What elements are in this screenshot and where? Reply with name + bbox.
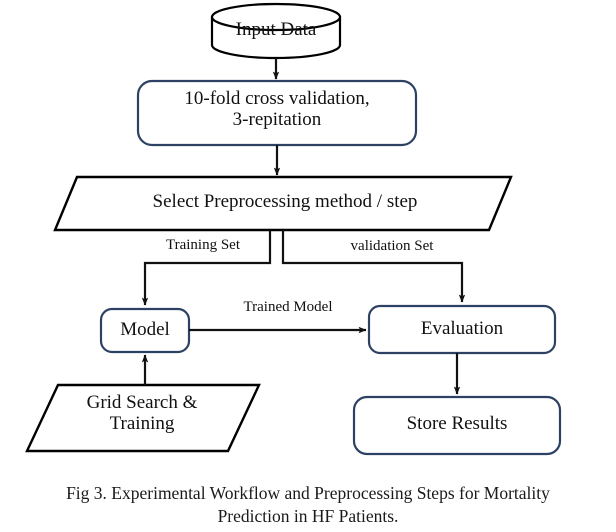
edge-preprocessing-to-model: [141, 230, 272, 306]
node-select-preprocessing[interactable]: [53, 175, 513, 232]
node-input-data[interactable]: [210, 2, 342, 60]
edge-label-training-set: Training Set: [165, 237, 241, 253]
node-cross-validation[interactable]: [136, 79, 418, 147]
node-store-results[interactable]: [352, 395, 562, 456]
edge-label-validation-set: validation Set: [350, 238, 434, 254]
caption-line-1: Fig 3. Experimental Workflow and Preproc…: [66, 483, 550, 503]
flowchart-canvas: [25, 2, 562, 456]
cylinder-top: [210, 2, 342, 32]
node-evaluation[interactable]: [367, 304, 557, 355]
edge-label-trained-model: Trained Model: [243, 299, 333, 315]
figure-caption: Fig 3. Experimental Workflow and Preproc…: [0, 482, 616, 528]
caption-line-2: Prediction in HF Patients.: [217, 505, 399, 526]
node-model[interactable]: [99, 307, 191, 354]
edge-preprocessing-to-evaluation: [281, 230, 466, 303]
node-grid-search-training[interactable]: [25, 383, 261, 453]
